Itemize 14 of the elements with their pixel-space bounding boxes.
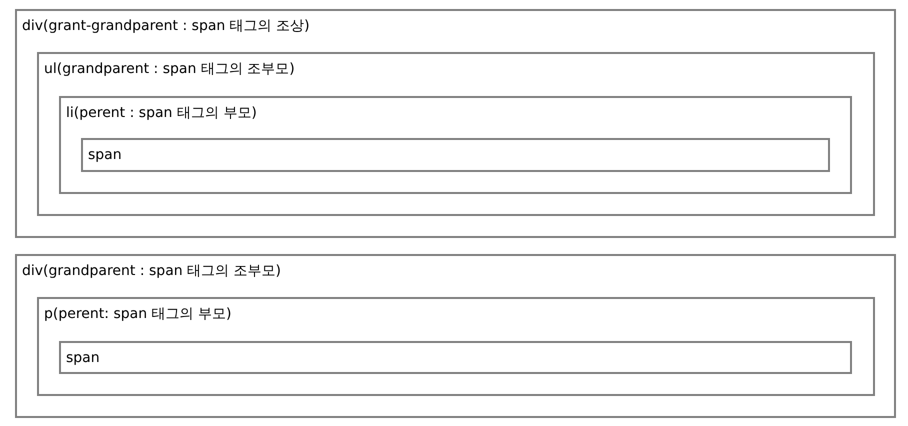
nested-element-box: [81, 138, 830, 172]
element-label: li(perent : span 태그의 부모): [66, 104, 257, 122]
element-label: p(perent: span 태그의 부모): [44, 305, 232, 323]
element-label: div(grandparent : span 태그의 조부모): [22, 262, 282, 280]
nested-element-box: [15, 254, 896, 418]
element-label: ul(grandparent : span 태그의 조부모): [44, 60, 295, 78]
element-label: span: [66, 349, 100, 367]
nested-element-box: [59, 96, 852, 194]
nested-element-box: [37, 52, 875, 216]
nested-element-box: [15, 9, 896, 238]
element-label: div(grant-grandparent : span 태그의 조상): [22, 17, 310, 35]
element-label: span: [88, 146, 122, 164]
nested-element-box: [59, 341, 852, 374]
nested-element-box: [37, 297, 875, 396]
